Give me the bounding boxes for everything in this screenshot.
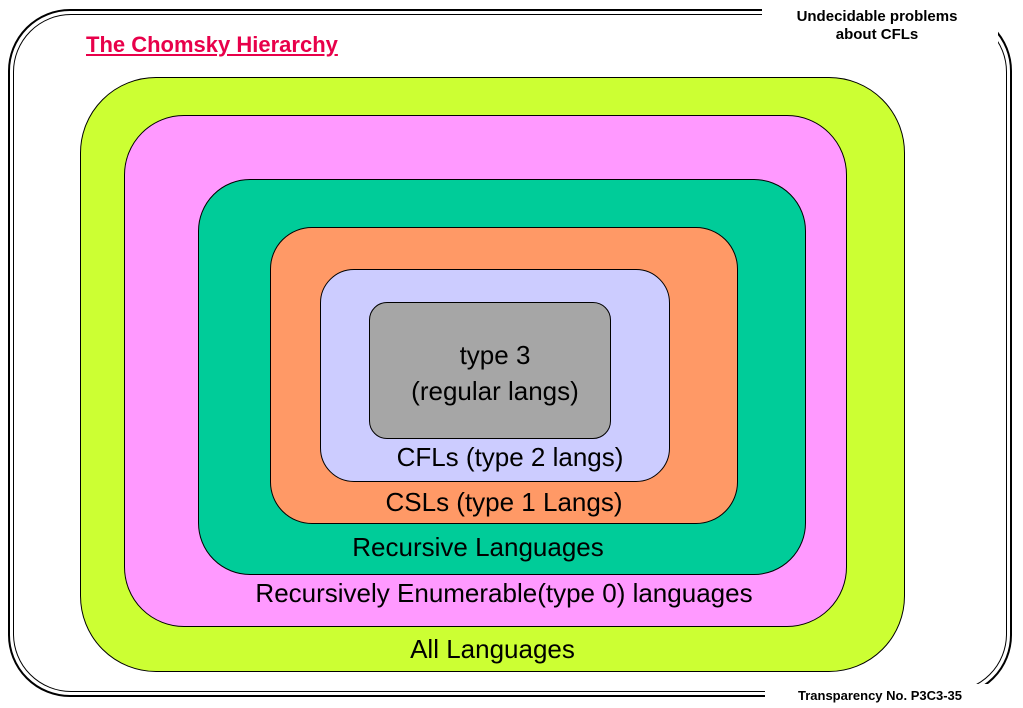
label-regular-line1: type 3 (459, 340, 531, 370)
corner-note-line2: about CFLs (835, 26, 919, 43)
slide-frame-outer (8, 9, 1012, 697)
label-csl: CSLs (type 1 Langs) (385, 487, 623, 517)
corner-note-line1: Undecidable problems (796, 8, 958, 25)
region-regular (369, 302, 611, 439)
slide-frame-inner (13, 14, 1007, 692)
label-recursive: Recursive Languages (352, 532, 604, 562)
label-regular: type 3 (regular langs) (369, 337, 621, 409)
label-cfl: CFLs (type 2 langs) (396, 442, 624, 472)
footer-tab (765, 684, 995, 708)
header-tab (762, 0, 998, 52)
corner-note: Undecidable problems about CFLs (768, 8, 986, 44)
label-all-languages: All Languages (410, 634, 575, 664)
slide-title: The Chomsky Hierarchy (86, 32, 338, 57)
label-recursively-enumerable: Recursively Enumerable(type 0) languages (255, 578, 753, 608)
label-regular-line2: (regular langs) (411, 376, 579, 406)
footer-transparency-number: Transparency No. P3C3-35 (797, 688, 963, 703)
